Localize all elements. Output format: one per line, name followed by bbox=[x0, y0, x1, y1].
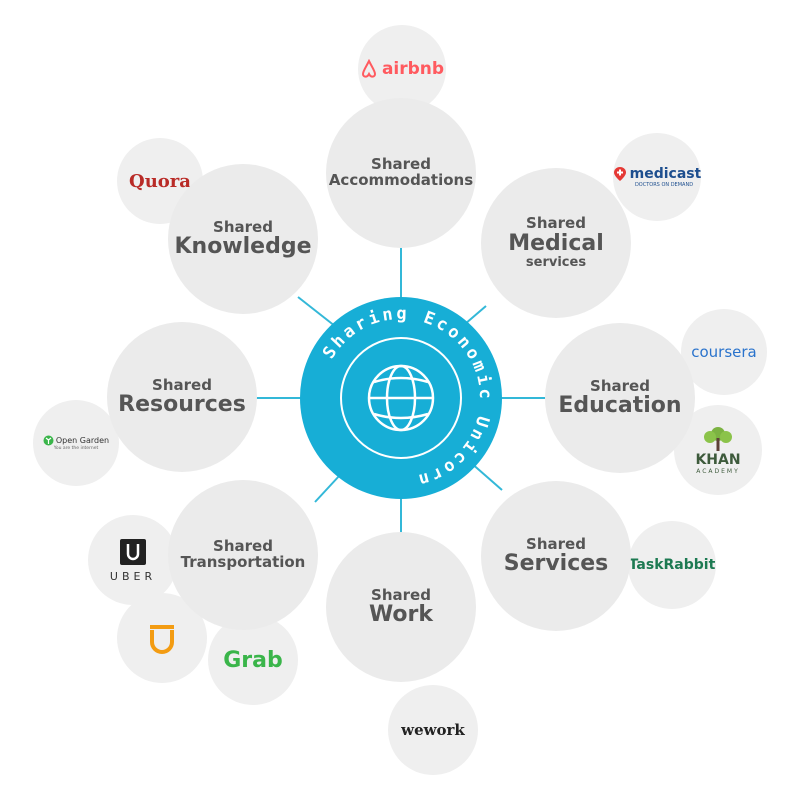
category-title: Medical bbox=[508, 231, 604, 256]
tree-icon bbox=[704, 426, 732, 451]
grab-label: Grab bbox=[223, 647, 283, 673]
airbnb-icon bbox=[361, 59, 376, 78]
logo-taskrabbit: TaskRabbit bbox=[628, 521, 716, 609]
logo-uber: UBER bbox=[88, 515, 178, 605]
category-services: Shared Services bbox=[481, 481, 631, 631]
category-prefix: Shared bbox=[526, 214, 586, 233]
quora-label: Quora bbox=[129, 170, 191, 192]
hub: Sharing Economic Unicorn bbox=[300, 297, 502, 499]
category-prefix: Shared bbox=[213, 537, 273, 556]
category-title: Accommodations bbox=[328, 171, 474, 189]
category-prefix: Shared bbox=[152, 375, 212, 394]
category-education: Shared Education bbox=[545, 323, 695, 473]
taskrabbit-label: TaskRabbit bbox=[628, 557, 716, 573]
open-garden-label: Open Garden bbox=[55, 436, 110, 445]
wework-label: wework bbox=[401, 721, 465, 739]
category-title: Education bbox=[558, 393, 682, 419]
khan-label: KHAN bbox=[695, 451, 741, 468]
category-medical: Shared Medical services bbox=[481, 168, 631, 318]
logo-grab: Grab bbox=[208, 615, 298, 705]
category-title: Transportation bbox=[180, 553, 306, 571]
category-transportation: Shared Transportation bbox=[168, 480, 318, 630]
category-prefix: Shared bbox=[526, 534, 586, 553]
category-title: Work bbox=[368, 602, 434, 628]
logo-didi bbox=[117, 593, 207, 683]
category-prefix: Shared bbox=[371, 585, 431, 604]
logo-khan-academy: KHAN ACADEMY bbox=[674, 405, 762, 495]
logo-open-garden: Open Garden You are the internet bbox=[33, 400, 119, 486]
category-knowledge: Shared Knowledge bbox=[168, 164, 318, 314]
category-prefix: Shared bbox=[590, 376, 650, 395]
coursera-label: coursera bbox=[691, 343, 757, 361]
category-title: Knowledge bbox=[174, 234, 312, 260]
open-garden-tagline: You are the internet bbox=[53, 446, 99, 451]
logo-medicast: medicast DOCTORS ON DEMAND bbox=[613, 133, 701, 221]
category-subtitle: services bbox=[525, 255, 587, 271]
medicast-label: medicast bbox=[629, 166, 701, 182]
category-prefix: Shared bbox=[371, 155, 431, 174]
airbnb-label: airbnb bbox=[381, 59, 445, 79]
connector-services bbox=[469, 461, 503, 491]
globe-icon bbox=[367, 364, 435, 432]
category-resources: Shared Resources bbox=[107, 322, 257, 472]
map-pin-icon bbox=[613, 167, 626, 181]
khan-sub-label: ACADEMY bbox=[696, 467, 740, 475]
category-title: Resources bbox=[118, 392, 246, 418]
medicast-tagline: DOCTORS ON DEMAND bbox=[634, 182, 694, 188]
logo-coursera: coursera bbox=[681, 309, 767, 395]
category-title: Services bbox=[503, 551, 609, 577]
category-accommodations: Shared Accommodations bbox=[326, 98, 476, 248]
uber-icon bbox=[120, 538, 146, 565]
logo-wework: wework bbox=[388, 685, 478, 775]
plant-icon bbox=[43, 435, 54, 446]
uber-label: UBER bbox=[109, 569, 157, 583]
connector-transportation bbox=[314, 474, 341, 503]
hub-inner-rim bbox=[340, 337, 462, 459]
didi-icon bbox=[150, 625, 174, 654]
category-work: Shared Work bbox=[326, 532, 476, 682]
category-prefix: Shared bbox=[213, 217, 273, 236]
